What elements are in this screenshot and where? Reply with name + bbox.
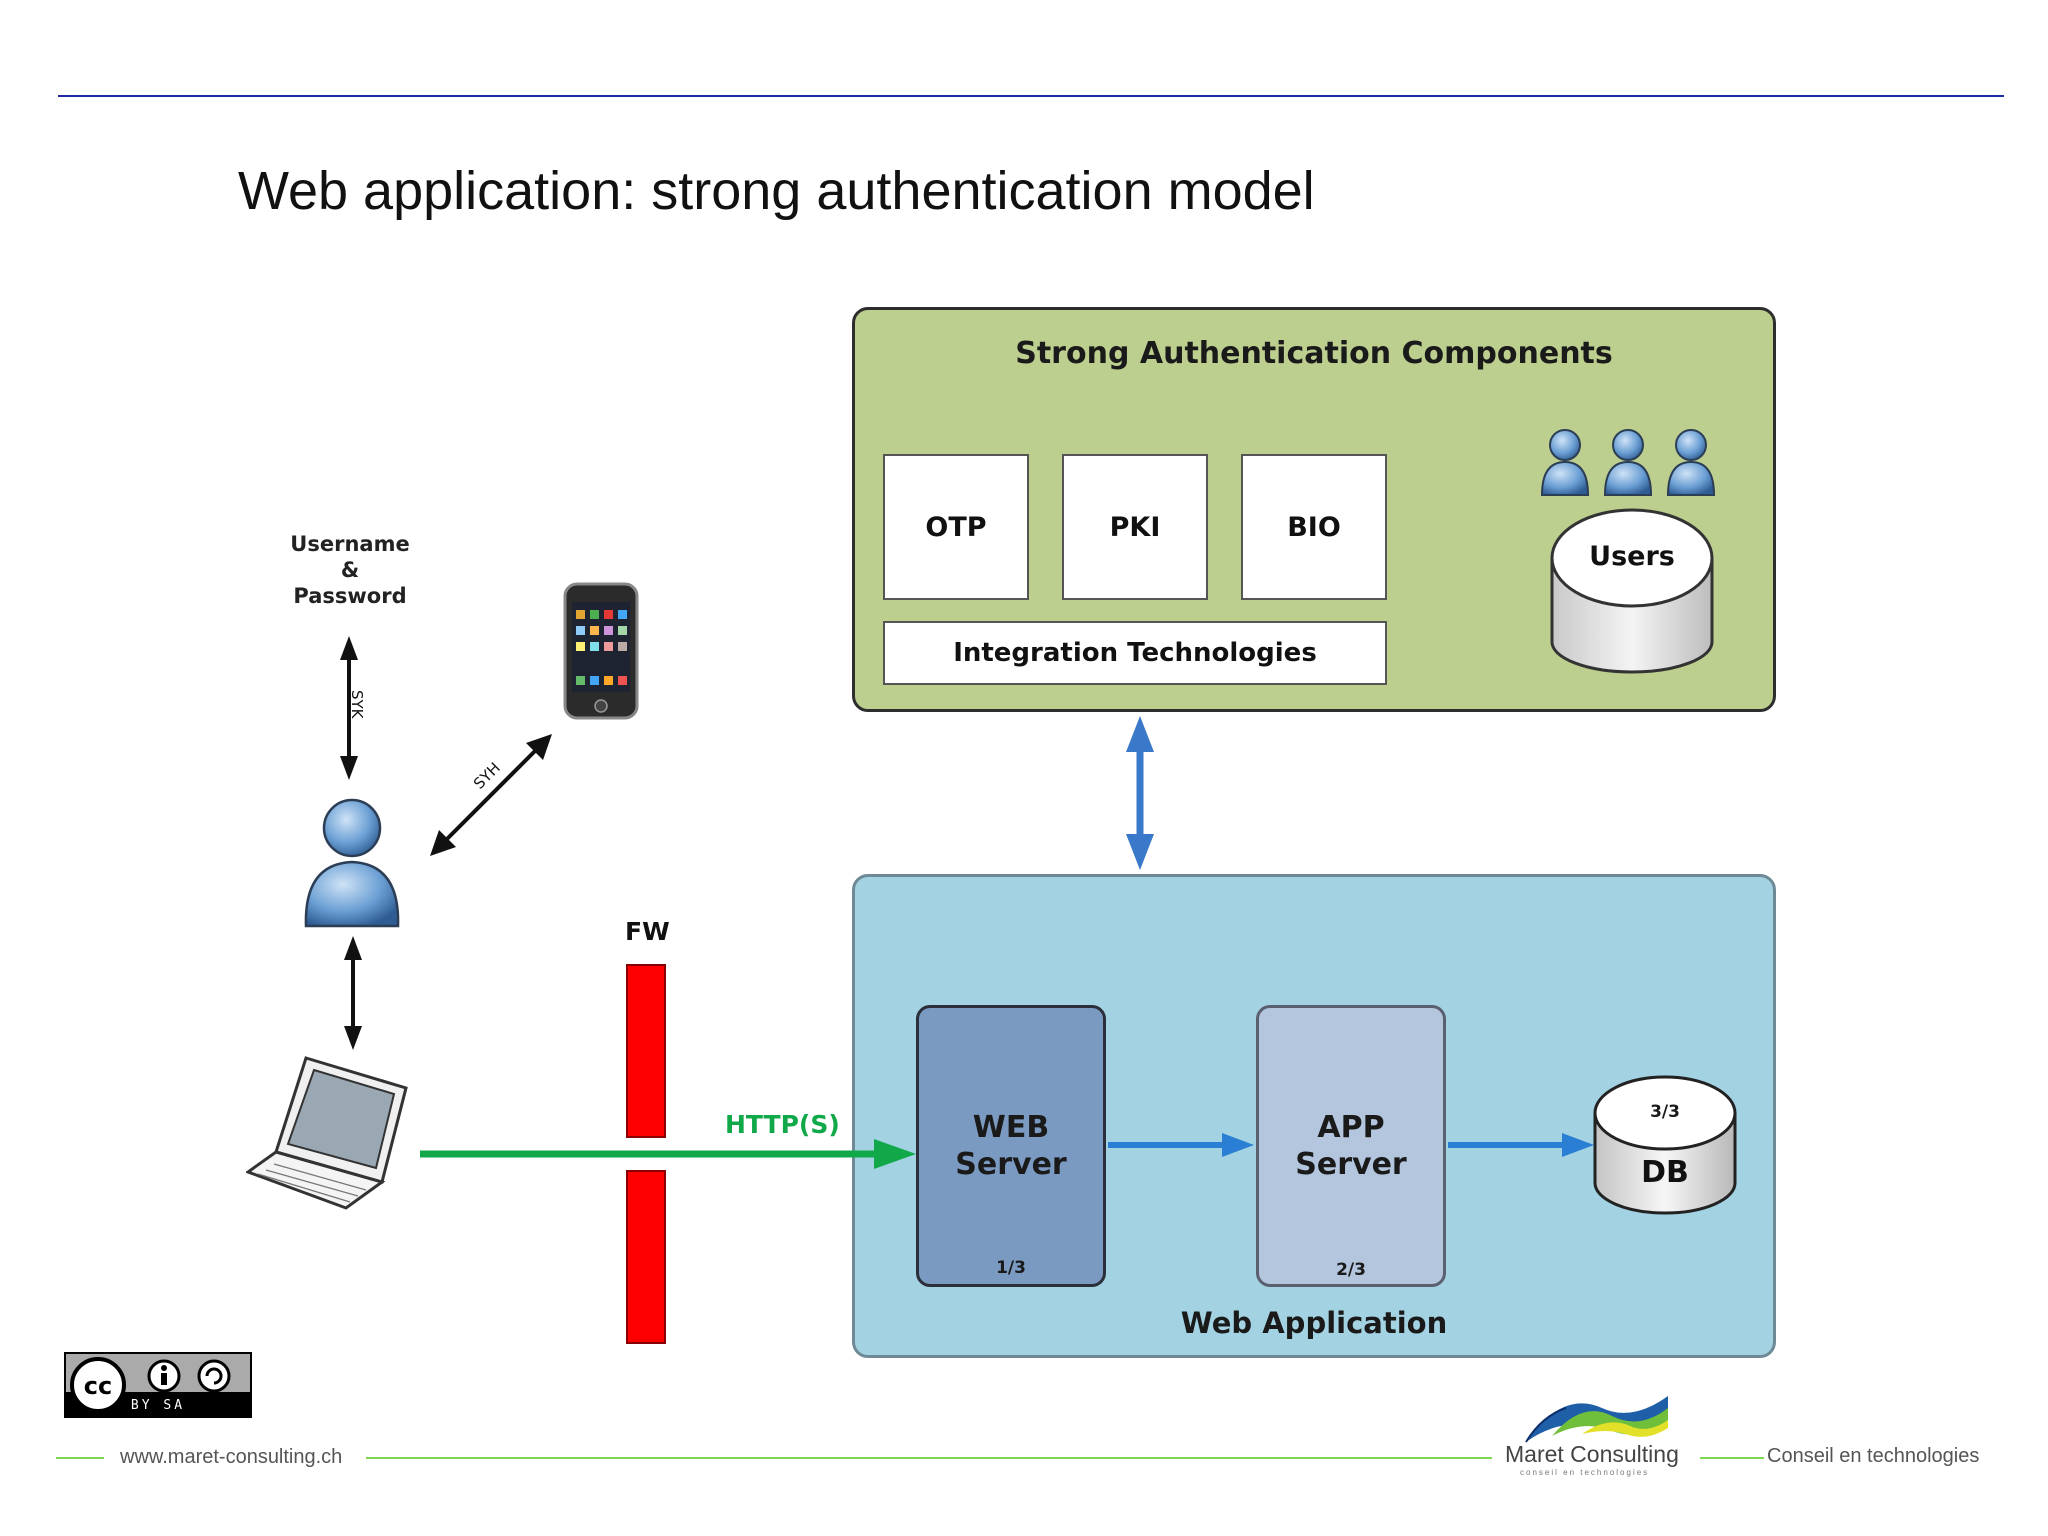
web-to-app-arrow: [1108, 1133, 1254, 1157]
pki-box: PKI: [1062, 454, 1208, 600]
database-tier: 3/3: [1650, 1102, 1680, 1122]
cc-by-sa-label: BY SA: [130, 1398, 186, 1413]
cc-license-badge: cc: [64, 1352, 252, 1418]
footer-tagline: Conseil en technologies: [1767, 1445, 1980, 1467]
strong-auth-title: Strong Authentication Components: [1015, 336, 1613, 371]
database-label: DB: [1641, 1155, 1689, 1190]
integration-technologies-box: Integration Technologies: [883, 621, 1387, 685]
users-group-icon: [1540, 429, 1716, 674]
app-server-tier: 2/3: [1336, 1260, 1366, 1280]
syk-label: SYK: [348, 690, 366, 719]
maret-consulting-name: Maret Consulting: [1505, 1441, 1679, 1467]
app-server-box: APP Server: [1256, 1005, 1446, 1287]
user-person-icon: [304, 798, 400, 928]
https-label: HTTP(S): [725, 1110, 840, 1139]
firewall-bar-top: [626, 964, 666, 1138]
web-application-label: Web Application: [1180, 1306, 1448, 1340]
cc-license-icons: cc: [66, 1354, 250, 1413]
web-server-box: WEB Server: [916, 1005, 1106, 1287]
database-icon: [1593, 1075, 1737, 1215]
credentials-username: Username: [290, 532, 410, 556]
footer-rule-middle: [366, 1457, 1492, 1459]
maret-consulting-logo-icon: [1525, 1396, 1668, 1443]
user-laptop-arrow: [344, 936, 362, 1050]
credentials-password: Password: [293, 584, 407, 608]
firewall-bar-bottom: [626, 1170, 666, 1344]
syh-arrow: [430, 734, 552, 856]
slide-title: Web application: strong authentication m…: [238, 161, 1315, 221]
maret-consulting-subtitle: conseil en technologies: [1520, 1468, 1650, 1477]
app-to-db-arrow: [1448, 1133, 1594, 1157]
footer-rule-right: [1700, 1457, 1764, 1459]
firewall-label: FW: [625, 917, 670, 946]
auth-integration-arrow: [1126, 716, 1154, 870]
syk-arrow: [340, 636, 358, 780]
users-store-label: Users: [1589, 541, 1675, 572]
footer-rule-left: [56, 1457, 104, 1459]
otp-box: OTP: [883, 454, 1029, 600]
top-rule: [58, 95, 2004, 97]
web-server-tier: 1/3: [996, 1258, 1026, 1278]
svg-text:cc: cc: [84, 1372, 112, 1400]
bio-box: BIO: [1241, 454, 1387, 600]
footer-url: www.maret-consulting.ch: [120, 1446, 343, 1468]
laptop-icon: [246, 1056, 408, 1210]
credentials-ampersand: &: [340, 558, 360, 582]
https-arrow: [420, 1139, 916, 1169]
mobile-phone-icon: [563, 582, 639, 720]
